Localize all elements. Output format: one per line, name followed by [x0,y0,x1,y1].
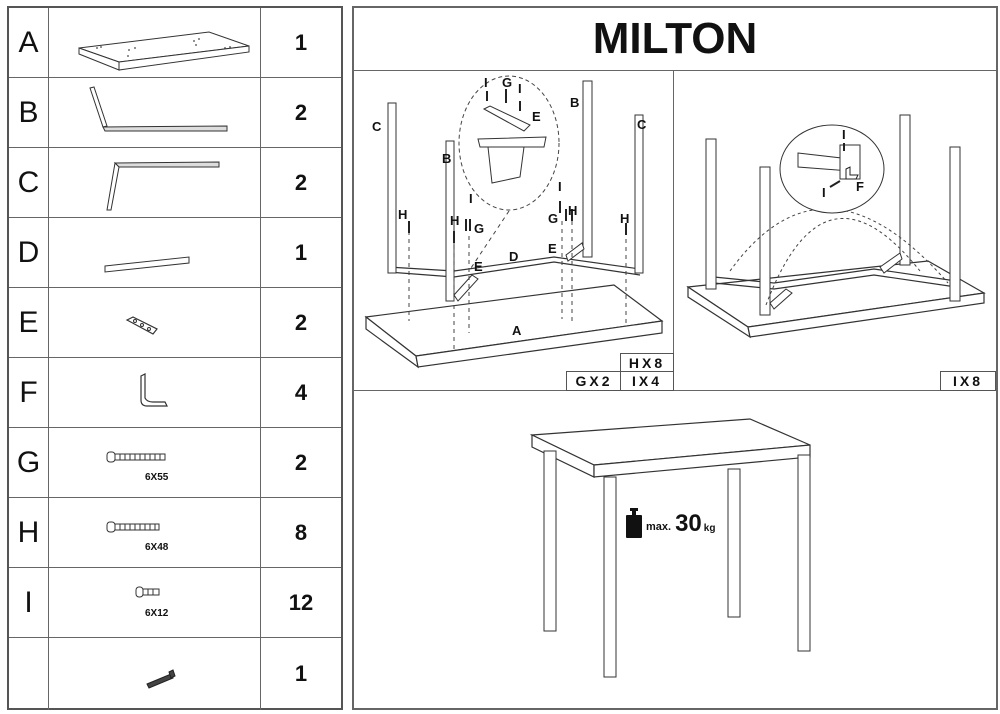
label-bolt-h: H [398,207,408,222]
step2-illustration [686,114,986,339]
label-part-b: B [570,95,580,110]
part-quantity: 12 [288,589,314,615]
max-weight-value: 30 [675,510,702,537]
product-title: MILTON [354,8,996,71]
part-letter: I [9,568,49,637]
assembly-panel: MILTON [352,6,998,710]
part-row-d: D 1 [9,218,341,288]
label-part-a: A [512,323,522,338]
assembly-step-1: C C B B D A H H H H G G G E E E I I I I … [354,71,674,391]
leg-frame-b-icon [49,78,261,147]
part-letter: E [9,288,49,357]
part-letter: D [9,218,49,287]
bolt-long-icon: 6X55 [49,428,261,497]
label-bolt-h: H [568,203,578,218]
part-quantity: 4 [294,379,308,405]
corner-bracket-icon [49,358,261,427]
part-quantity: 1 [294,239,308,265]
part-letter: H [9,498,49,567]
label-bolt-g: G [502,75,513,90]
parts-list-table: A 1 B 2 C 2 [7,6,343,710]
label-part-c: C [637,117,647,132]
count-badge-i: IX8 [940,371,996,391]
part-row-allen-key: 1 [9,638,341,710]
part-row-i: I 6X12 12 [9,568,341,638]
label-bolt-g: G [474,221,485,236]
max-prefix: max. [646,521,672,533]
connector-plate-icon [49,288,261,357]
part-row-h: H 6X48 8 [9,498,341,568]
part-letter: F [9,358,49,427]
label-bolt-i: I [842,127,846,142]
count-badge-i: IX4 [620,371,674,391]
part-row-b: B 2 [9,78,341,148]
part-row-g: G 6X55 2 [9,428,341,498]
label-plate-e: E [532,109,541,124]
label-part-c: C [372,119,382,134]
label-bracket-f: F [856,179,864,194]
bolt-spec: 6X12 [145,608,169,619]
allen-key-icon [49,638,261,710]
part-letter: A [9,8,49,77]
count-badge-g: GX2 [566,371,622,391]
part-letter [9,638,49,710]
part-letter: C [9,148,49,217]
part-quantity: 8 [294,519,308,545]
label-part-b: B [442,151,452,166]
part-row-f: F 4 [9,358,341,428]
label-bolt-h: H [450,213,460,228]
bolt-spec: 6X55 [145,472,169,483]
label-bolt-i: I [518,81,522,96]
rail-bar-icon [49,218,261,287]
label-bolt-g: G [548,211,559,226]
label-bolt-i: I [822,185,826,200]
bolt-spec: 6X48 [145,542,169,553]
weight-unit: kg [703,523,716,534]
part-quantity: 2 [294,99,308,125]
assembly-step-2: I I F IX8 [674,71,996,391]
label-bolt-h: H [620,211,630,226]
label-bolt-i: I [558,179,562,194]
count-badge-h: HX8 [620,353,674,373]
label-bolt-i: I [469,191,473,206]
weight-icon [626,508,642,538]
finished-table-illustration [529,418,811,678]
label-plate-e: E [548,241,557,256]
part-letter: B [9,78,49,147]
part-letter: G [9,428,49,497]
part-quantity: 1 [294,661,308,686]
label-bolt-i: I [484,75,488,90]
part-row-e: E 2 [9,288,341,358]
bolt-medium-icon: 6X48 [49,498,261,567]
label-plate-e: E [474,259,483,274]
leg-frame-c-icon [49,148,261,217]
part-quantity: 2 [294,169,308,195]
bolt-short-icon: 6X12 [49,568,261,637]
part-quantity: 2 [294,309,308,335]
max-load-label: max. 30 kg [626,508,715,538]
part-row-c: C 2 [9,148,341,218]
part-quantity: 2 [294,449,308,475]
part-quantity: 1 [294,29,308,55]
step1-illustration [364,75,664,369]
tabletop-panel-icon [49,8,261,77]
finished-table-view: max. 30 kg [354,391,996,708]
part-row-a: A 1 [9,8,341,78]
label-part-d: D [509,249,519,264]
